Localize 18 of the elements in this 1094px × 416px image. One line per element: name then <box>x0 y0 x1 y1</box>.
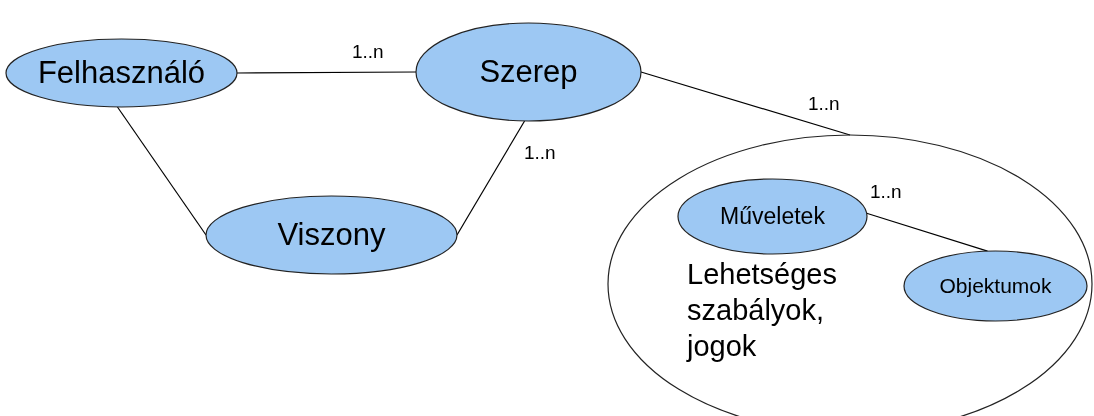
edge-label: 1..n <box>352 42 384 61</box>
node-label: Szerep <box>479 52 578 91</box>
connector-line <box>866 212 989 252</box>
ellipse-node <box>677 178 868 255</box>
edge-label: 1..n <box>808 94 840 113</box>
connector-line <box>456 120 526 236</box>
node-label: Viszony <box>277 215 386 254</box>
edge-label: 1..n <box>524 143 556 162</box>
node-label: Lehetséges szabályok, jogok <box>687 257 838 364</box>
node-label: Műveletek <box>720 202 825 232</box>
ellipse-node <box>415 22 642 122</box>
edge-label: 1..n <box>870 182 902 201</box>
connector-line <box>116 106 207 236</box>
ellipse-node <box>205 195 458 275</box>
node-label: Felhasználó <box>37 53 206 92</box>
ellipse-node <box>903 250 1088 322</box>
node-label: Objektumok <box>939 273 1052 300</box>
ellipse-node <box>5 38 238 108</box>
